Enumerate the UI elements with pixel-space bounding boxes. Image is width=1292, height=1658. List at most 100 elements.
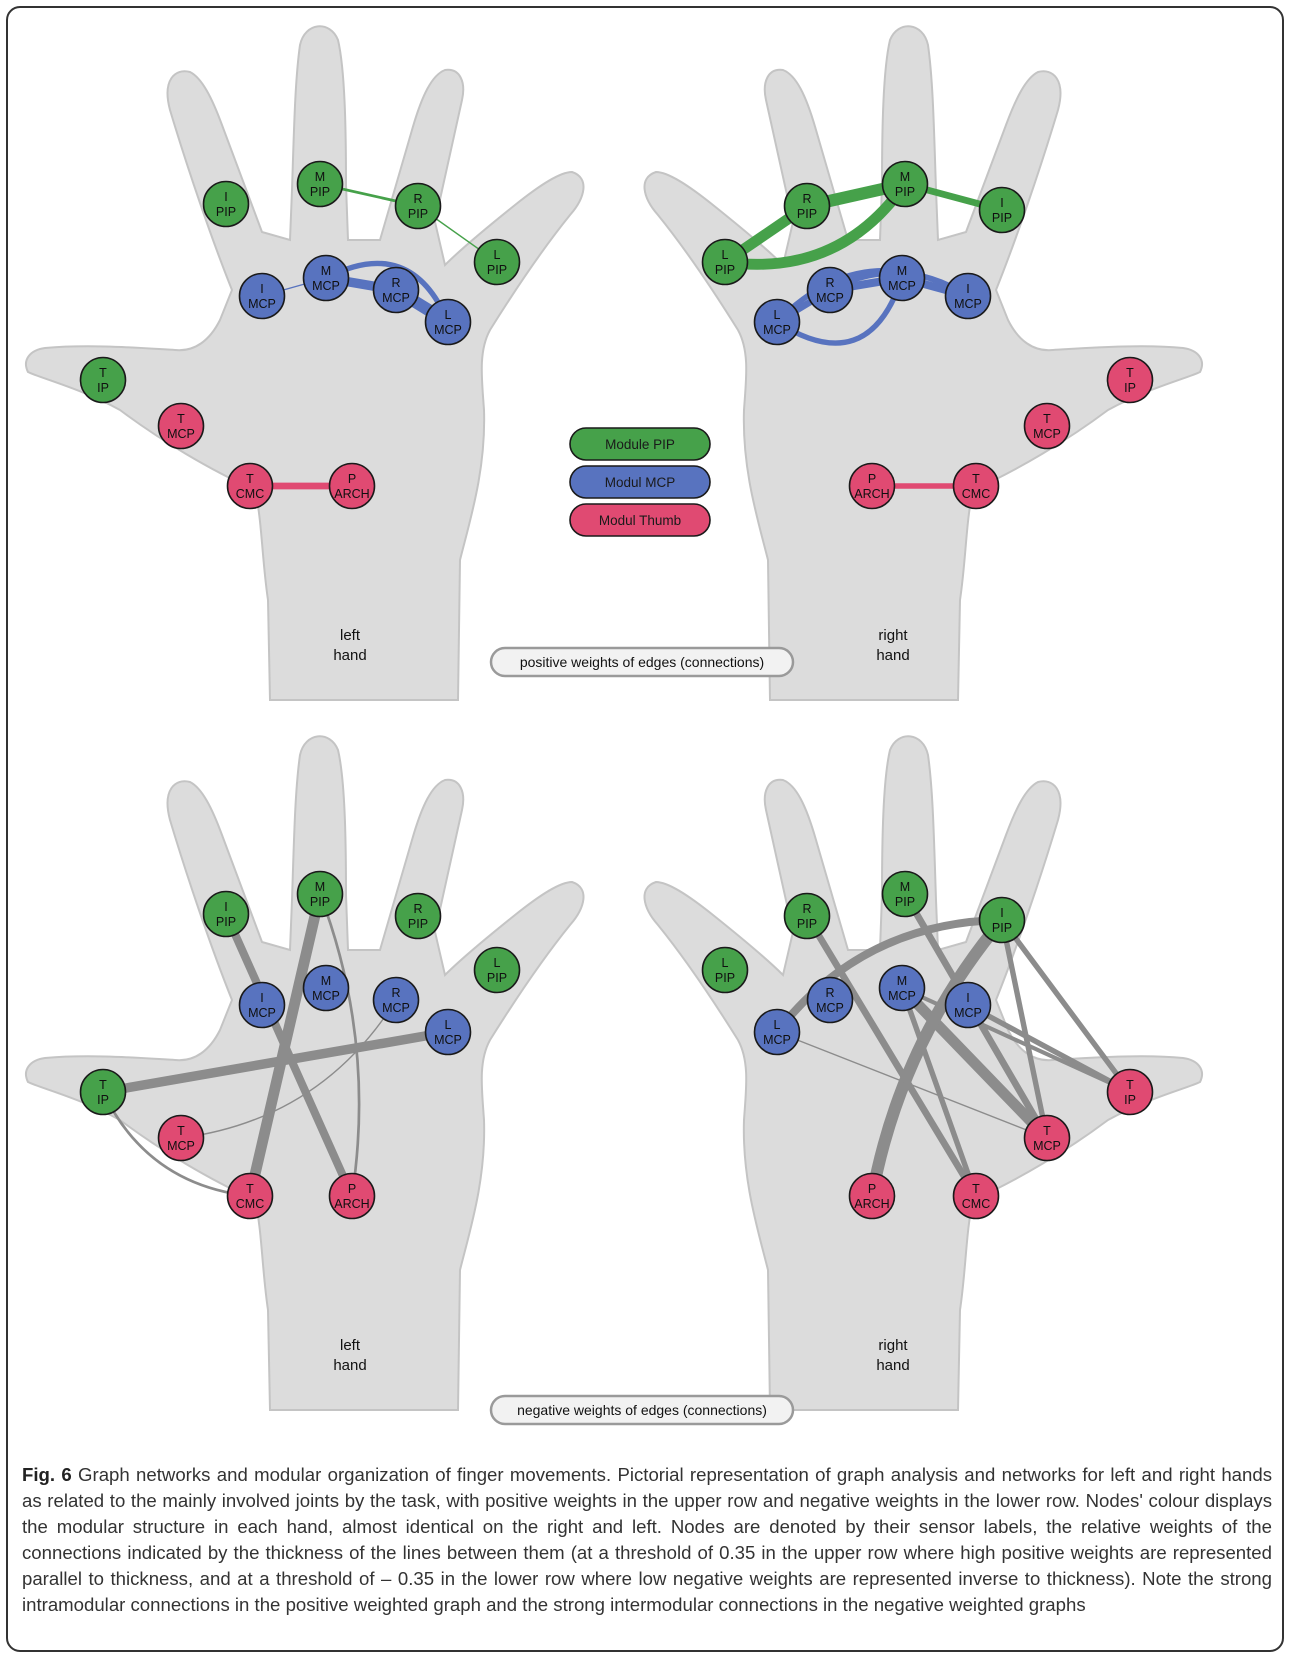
node-label: M	[321, 974, 331, 988]
node-circle	[228, 1174, 273, 1219]
node-circle	[1025, 1116, 1070, 1161]
node-label: PIP	[715, 971, 735, 985]
node-label: P	[868, 472, 876, 486]
node-negative_right-RMCP: RMCP	[808, 978, 853, 1023]
node-label: PIP	[895, 185, 915, 199]
hand-label-left-0: left	[340, 627, 361, 644]
node-label: L	[494, 956, 501, 970]
node-label: IP	[97, 1093, 109, 1107]
node-label: MCP	[763, 1033, 791, 1047]
badge-label: positive weights of edges (connections)	[520, 654, 764, 670]
node-label: CMC	[236, 1197, 264, 1211]
node-label: MCP	[248, 297, 276, 311]
node-circle	[755, 300, 800, 345]
node-circle	[298, 162, 343, 207]
node-label: PIP	[487, 263, 507, 277]
node-negative_right-TIP: TIP	[1108, 1070, 1153, 1115]
node-positive_right-TIP: TIP	[1108, 358, 1153, 403]
node-label: PIP	[310, 185, 330, 199]
node-label: M	[897, 264, 907, 278]
node-circle	[374, 268, 419, 313]
node-label: PIP	[310, 895, 330, 909]
node-label: T	[99, 366, 107, 380]
node-positive_left-RPIP: RPIP	[396, 184, 441, 229]
node-label: I	[966, 991, 969, 1005]
node-negative_left-IMCP: IMCP	[240, 983, 285, 1028]
node-label: PIP	[715, 263, 735, 277]
node-circle	[880, 256, 925, 301]
node-label: ARCH	[854, 1197, 889, 1211]
node-label: T	[972, 1182, 980, 1196]
node-label: MCP	[382, 1001, 410, 1015]
node-label: IP	[97, 381, 109, 395]
hand-label-right-0: right	[878, 1337, 908, 1354]
caption-label: Fig. 6	[22, 1464, 72, 1485]
node-negative_right-RPIP: RPIP	[785, 894, 830, 939]
node-label: I	[224, 190, 227, 204]
node-negative_left-TCMC: TCMC	[228, 1174, 273, 1219]
node-negative_left-PARCH: PARCH	[330, 1174, 375, 1219]
node-circle	[396, 894, 441, 939]
node-circle	[426, 300, 471, 345]
node-label: M	[900, 170, 910, 184]
node-label: T	[1126, 366, 1134, 380]
node-circle	[159, 404, 204, 449]
node-positive_left-LPIP: LPIP	[475, 240, 520, 285]
node-positive_right-LMCP: LMCP	[755, 300, 800, 345]
node-label: L	[722, 956, 729, 970]
node-circle	[946, 274, 991, 319]
node-label: ARCH	[854, 487, 889, 501]
node-label: I	[260, 991, 263, 1005]
node-label: PIP	[797, 207, 817, 221]
node-label: R	[413, 192, 422, 206]
node-label: L	[445, 1018, 452, 1032]
node-circle	[883, 162, 928, 207]
node-label: CMC	[236, 487, 264, 501]
node-label: ARCH	[334, 1197, 369, 1211]
node-circle	[240, 274, 285, 319]
node-label: R	[802, 192, 811, 206]
node-label: MCP	[954, 297, 982, 311]
node-negative_left-TMCP: TMCP	[159, 1116, 204, 1161]
node-circle	[475, 948, 520, 993]
node-positive_right-IMCP: IMCP	[946, 274, 991, 319]
node-circle	[396, 184, 441, 229]
node-label: I	[260, 282, 263, 296]
node-negative_right-MMCP: MMCP	[880, 966, 925, 1011]
node-circle	[298, 872, 343, 917]
node-negative_left-RMCP: RMCP	[374, 978, 419, 1023]
node-label: T	[246, 472, 254, 486]
node-circle	[703, 240, 748, 285]
legend-label: Modul MCP	[605, 475, 676, 490]
node-label: T	[1043, 412, 1051, 426]
node-label: M	[315, 880, 325, 894]
node-label: CMC	[962, 487, 990, 501]
legend-label: Modul Thumb	[599, 513, 681, 528]
node-circle	[159, 1116, 204, 1161]
node-label: R	[391, 986, 400, 1000]
hand-label-left-0: left	[340, 1337, 361, 1354]
node-positive_right-RMCP: RMCP	[808, 268, 853, 313]
node-label: T	[1043, 1124, 1051, 1138]
node-label: L	[722, 248, 729, 262]
node-circle	[946, 983, 991, 1028]
legend-item-pip: Module PIP	[570, 428, 710, 460]
node-label: R	[825, 986, 834, 1000]
node-circle	[980, 188, 1025, 233]
node-label: M	[315, 170, 325, 184]
node-circle	[954, 464, 999, 509]
